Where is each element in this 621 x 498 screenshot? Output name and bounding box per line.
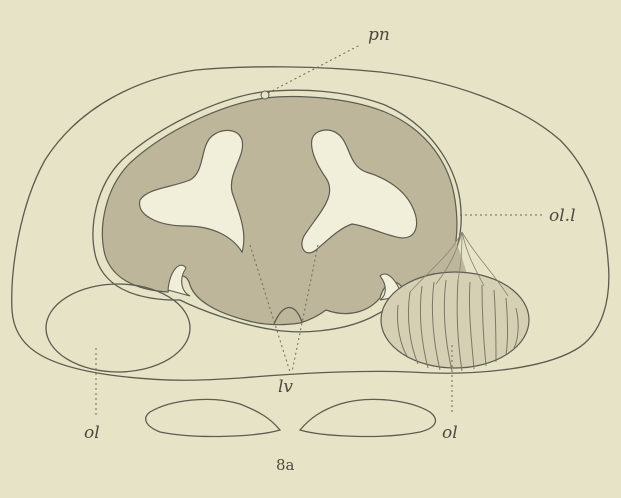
figure-number: 8a [276, 456, 295, 474]
label-ol-left: ol [84, 423, 100, 443]
label-lv: lv [278, 377, 293, 397]
label-ol-right: ol [442, 423, 458, 443]
label-pn: pn [368, 25, 390, 45]
label-oll: ol.l [549, 206, 576, 226]
pineal-marker [261, 91, 269, 99]
